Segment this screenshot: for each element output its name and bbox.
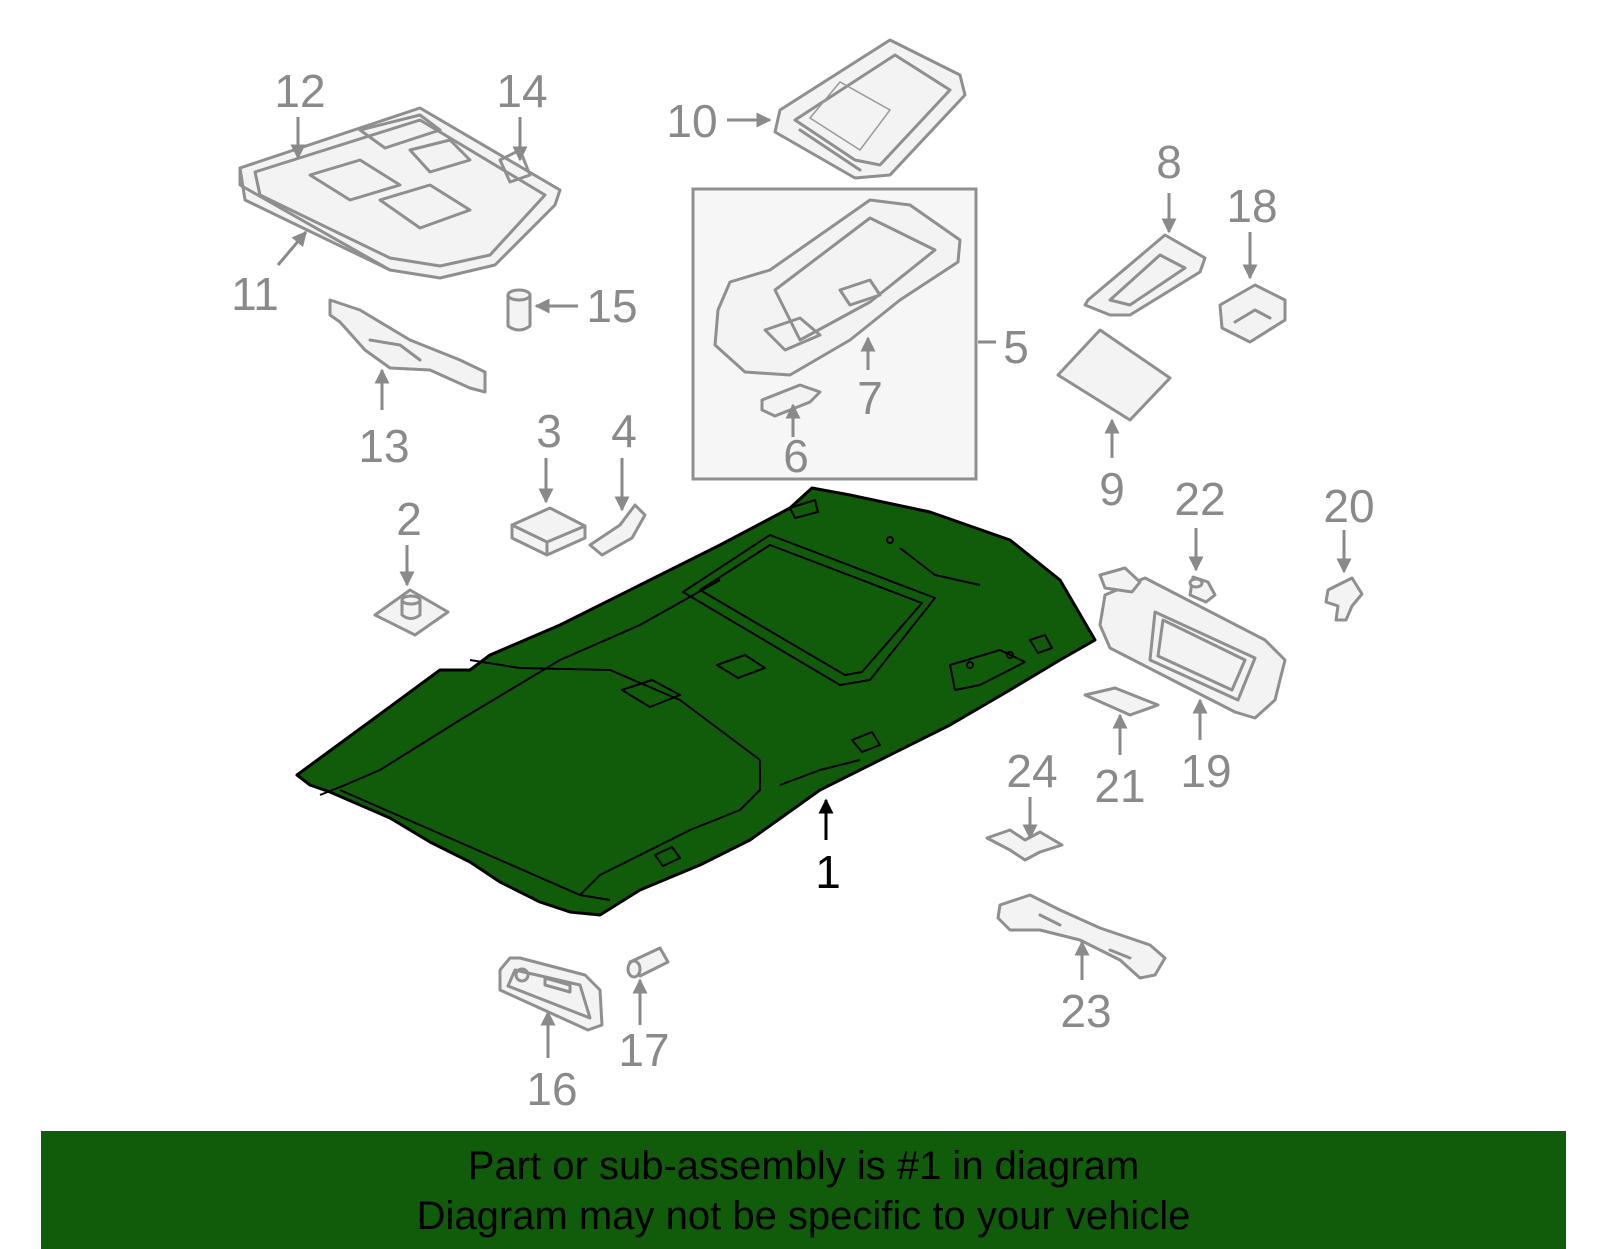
grab-handle-part-23[interactable] [996, 893, 1167, 980]
callout-14: 14 [496, 65, 547, 117]
clip-part-22[interactable] [1188, 575, 1217, 604]
callout-5: 5 [1003, 321, 1029, 373]
callout-23: 23 [1060, 985, 1111, 1037]
callout-1: 1 [815, 846, 841, 898]
clip-part-15[interactable] [506, 288, 532, 332]
clip-part-6[interactable] [760, 383, 822, 418]
callout-21: 21 [1094, 760, 1145, 812]
callout-15: 15 [586, 280, 637, 332]
strip-part-4[interactable] [588, 503, 647, 557]
callout-20: 20 [1323, 480, 1374, 532]
pad-part-3[interactable] [510, 506, 587, 557]
callout-24: 24 [1006, 745, 1057, 797]
connector-part-18[interactable] [1218, 283, 1287, 344]
bulb-part-17[interactable] [626, 946, 670, 979]
pad-part-21[interactable] [1083, 686, 1160, 717]
leader-arrows [276, 112, 1352, 1058]
callout-4: 4 [611, 405, 637, 457]
callout-12: 12 [274, 65, 325, 117]
banner-line-1: Part or sub-assembly is #1 in diagram [467, 1144, 1140, 1188]
callout-7: 7 [857, 372, 883, 424]
disclaimer-banner: Part or sub-assembly is #1 in diagram Di… [41, 1131, 1566, 1249]
overhead-console-part-11[interactable] [238, 106, 562, 280]
callout-labels: 12 14 11 10 15 13 8 18 5 7 6 9 3 4 2 22 … [231, 65, 1374, 1115]
callout-22: 22 [1174, 473, 1225, 525]
callout-8: 8 [1156, 136, 1182, 188]
callout-19: 19 [1180, 745, 1231, 797]
clip-part-20[interactable] [1324, 576, 1364, 622]
callout-9: 9 [1099, 463, 1125, 515]
bracket-part-8[interactable] [1083, 233, 1207, 317]
callout-2: 2 [396, 493, 422, 545]
callout-17: 17 [618, 1024, 669, 1076]
callout-11: 11 [231, 268, 279, 320]
bracket-part-13[interactable] [328, 298, 487, 394]
clip-part-24[interactable] [985, 828, 1064, 862]
callout-13: 13 [358, 420, 409, 472]
callout-6: 6 [783, 430, 809, 482]
callout-10: 10 [666, 95, 717, 147]
lamp-part-16[interactable] [498, 956, 604, 1032]
banner-line-2: Diagram may not be specific to your vehi… [416, 1194, 1191, 1238]
sun-visor-part-19[interactable] [1098, 566, 1287, 720]
pad-part-9[interactable] [1056, 328, 1172, 422]
callout-3: 3 [536, 405, 562, 457]
console-part-7[interactable] [713, 198, 962, 377]
callout-16: 16 [526, 1063, 577, 1115]
fastener-part-2[interactable] [373, 588, 450, 637]
headliner-part-1[interactable] [295, 486, 1097, 917]
callout-18: 18 [1226, 180, 1277, 232]
sunglass-holder-part-10[interactable] [773, 38, 967, 180]
